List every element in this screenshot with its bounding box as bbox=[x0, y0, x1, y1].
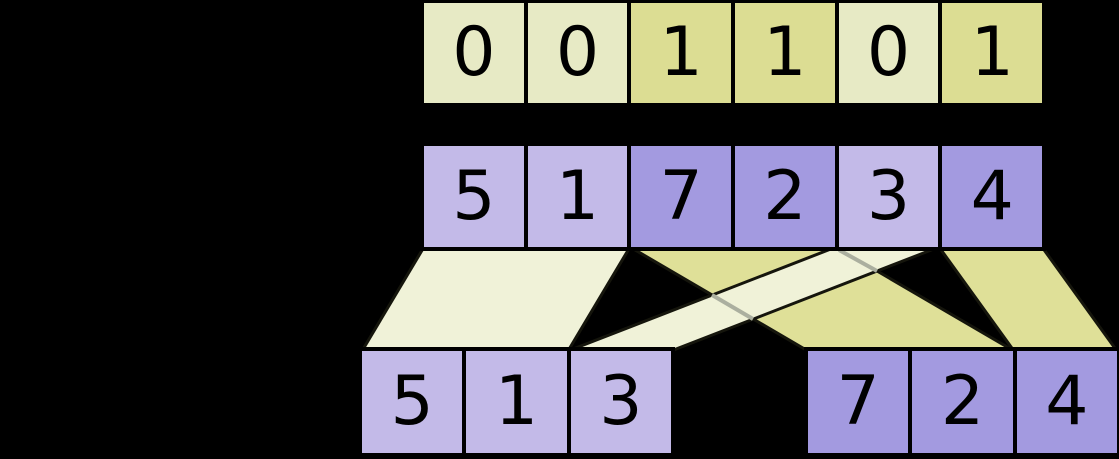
mask-row: 0 0 1 1 0 1 bbox=[420, 0, 1046, 107]
output-right-cell: 4 bbox=[1016, 351, 1117, 453]
input-cell: 1 bbox=[527, 146, 628, 247]
input-cell: 3 bbox=[838, 146, 939, 247]
output-left-cell: 5 bbox=[362, 351, 463, 453]
mask-cell: 1 bbox=[735, 3, 835, 103]
input-cell: 2 bbox=[735, 146, 835, 247]
input-cell: 5 bbox=[424, 146, 524, 247]
overlap-edge-line-lower bbox=[710, 293, 755, 321]
input-array-row: 5 1 7 2 3 4 bbox=[420, 142, 1046, 251]
input-cell: 4 bbox=[942, 146, 1043, 247]
output-right-cell: 7 bbox=[808, 351, 909, 453]
mask-cell: 0 bbox=[424, 3, 524, 103]
mask-cell: 1 bbox=[631, 3, 732, 103]
output-right-cell: 2 bbox=[912, 351, 1013, 453]
output-left-row: 5 1 3 bbox=[358, 347, 675, 457]
overlap-edge-line-upper bbox=[838, 248, 878, 273]
input-cell: 7 bbox=[631, 146, 732, 247]
mask-cell: 1 bbox=[942, 3, 1043, 103]
flow-band-left-group bbox=[359, 245, 633, 353]
mask-cell: 0 bbox=[527, 3, 628, 103]
output-left-cell: 1 bbox=[466, 351, 567, 453]
output-left-cell: 3 bbox=[570, 351, 671, 453]
output-right-row: 7 2 4 bbox=[804, 347, 1119, 457]
mask-cell: 0 bbox=[838, 3, 939, 103]
